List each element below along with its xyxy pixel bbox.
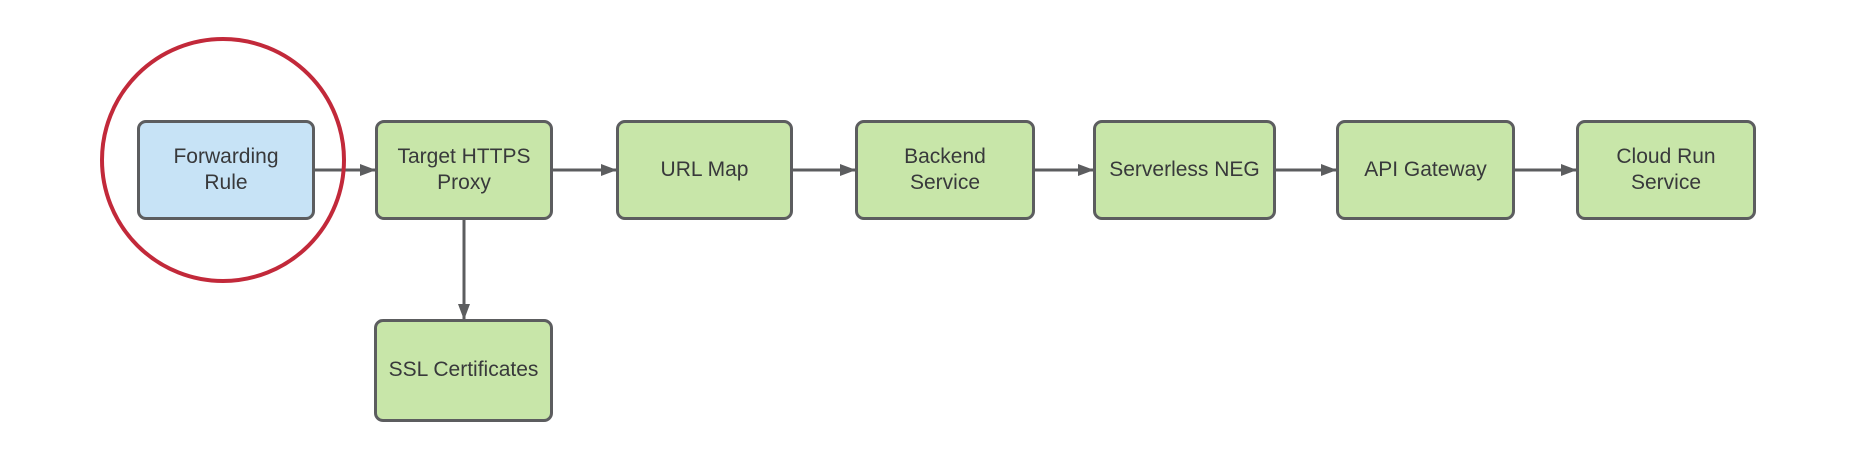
node-label: Serverless NEG — [1109, 157, 1260, 181]
node-label: Target HTTPS Proxy — [397, 144, 531, 194]
node-backend-service: Backend Service — [855, 120, 1035, 220]
node-label: API Gateway — [1364, 157, 1487, 181]
node-label: URL Map — [660, 157, 749, 181]
node-forwarding-rule: Forwarding Rule — [137, 120, 315, 220]
node-label: Cloud Run Service — [1616, 144, 1716, 194]
node-label: Forwarding Rule — [173, 144, 279, 194]
node-cloud-run-service: Cloud Run Service — [1576, 120, 1756, 220]
node-api-gateway: API Gateway — [1336, 120, 1515, 220]
node-serverless-neg: Serverless NEG — [1093, 120, 1276, 220]
node-label: Backend Service — [904, 144, 986, 194]
node-ssl-certificates: SSL Certificates — [374, 319, 553, 422]
node-url-map: URL Map — [616, 120, 793, 220]
node-label: SSL Certificates — [388, 358, 539, 382]
node-target-https-proxy: Target HTTPS Proxy — [375, 120, 553, 220]
